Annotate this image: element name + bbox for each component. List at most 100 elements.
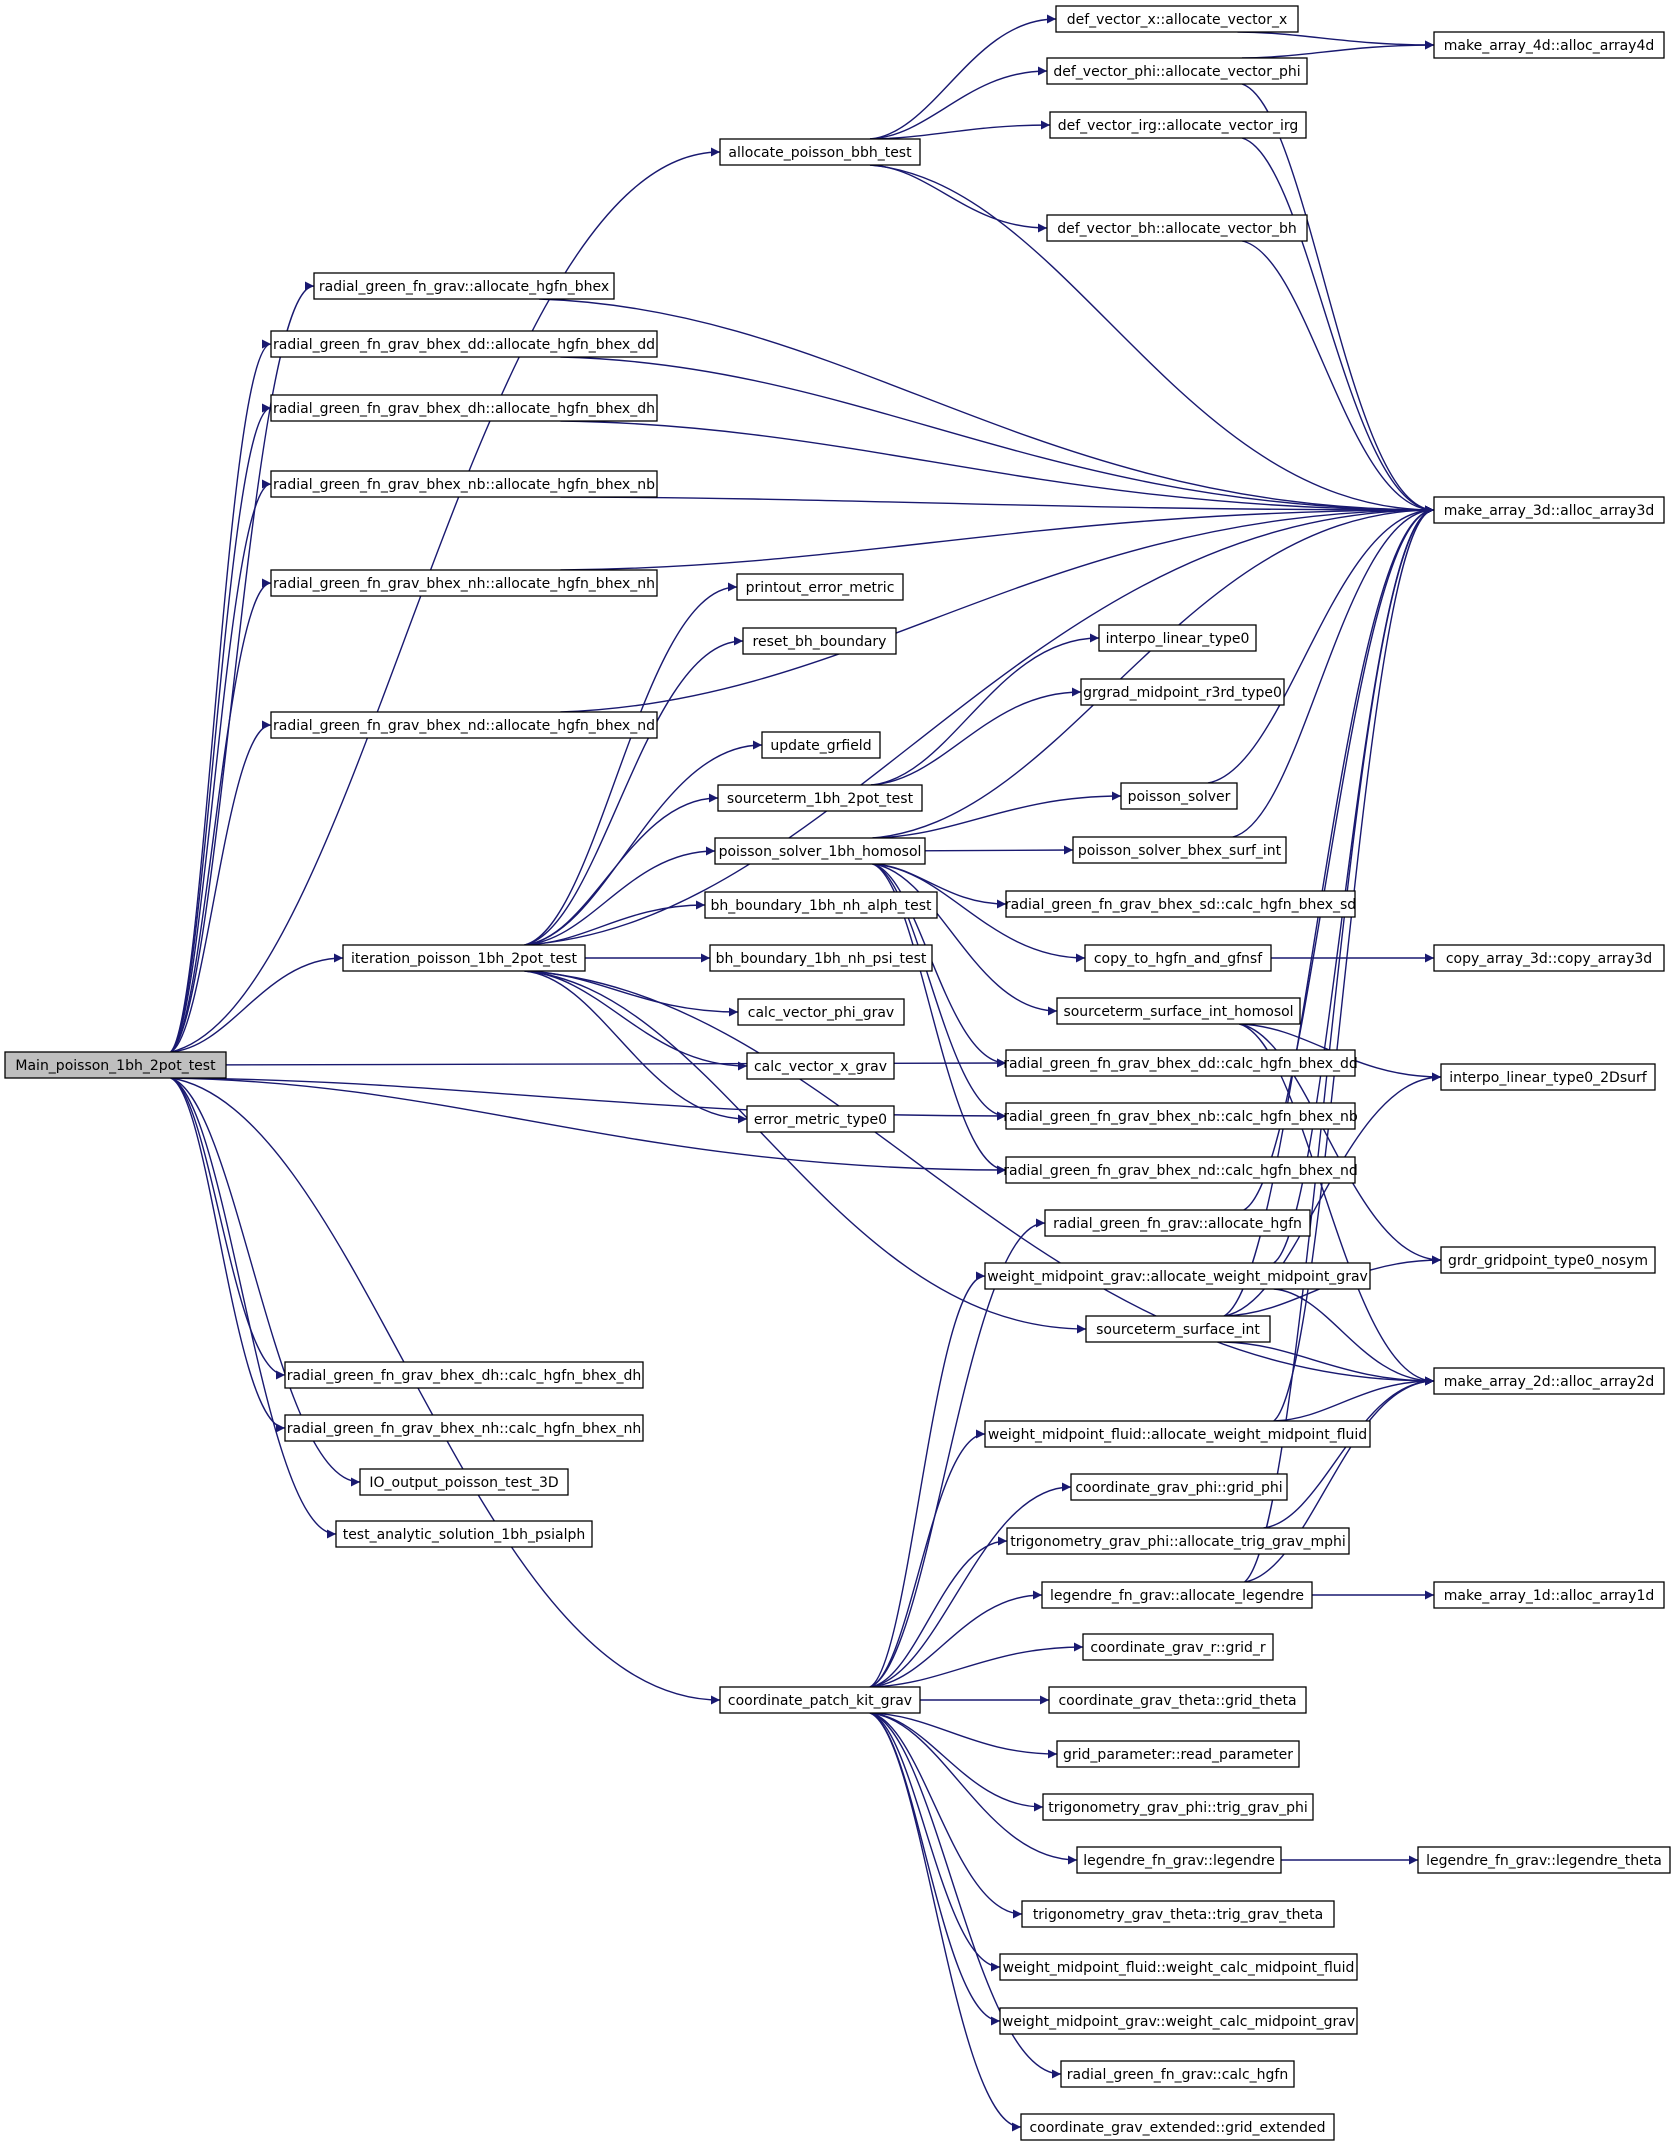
function-node-alloc-weight-fluid[interactable]: weight_midpoint_fluid::allocate_weight_m… (984, 1420, 1371, 1448)
function-node-alloc-trig-mphi[interactable]: trigonometry_grav_phi::allocate_trig_gra… (1006, 1527, 1350, 1555)
function-node-gridpoint-nosym[interactable]: grdr_gridpoint_type0_nosym (1440, 1246, 1656, 1274)
node-box (1055, 5, 1299, 33)
function-node-interpo-linear-type0[interactable]: interpo_linear_type0 (1098, 624, 1257, 652)
function-node-error-metric-type0[interactable]: error_metric_type0 (746, 1105, 895, 1133)
function-node-read-parameter[interactable]: grid_parameter::read_parameter (1056, 1740, 1300, 1768)
function-node-allocate-poisson-bbh-test[interactable]: allocate_poisson_bbh_test (719, 138, 921, 166)
function-node-coordinate-patch-kit-grav[interactable]: coordinate_patch_kit_grav (719, 1686, 921, 1714)
node-box (1060, 2060, 1295, 2088)
node-box (1433, 31, 1665, 59)
function-node-trig-grav-theta[interactable]: trigonometry_grav_theta::trig_grav_theta (1021, 1900, 1335, 1928)
function-node-calc-hgfn-bhex-nh[interactable]: radial_green_fn_grav_bhex_nh::calc_hgfn_… (284, 1414, 644, 1442)
function-node-alloc-array1d[interactable]: make_array_1d::alloc_array1d (1433, 1581, 1665, 1609)
node-box (1049, 111, 1307, 139)
call-edge-def_vector_phi-to-alloc_array4d (1241, 40, 1435, 59)
function-node-copy-array3d[interactable]: copy_array_3d::copy_array3d (1433, 944, 1665, 972)
function-node-alloc-array3d[interactable]: make_array_3d::alloc_array3d (1433, 496, 1665, 524)
function-node-sourceterm-surface-int-homosol[interactable]: sourceterm_surface_int_homosol (1056, 997, 1301, 1025)
function-node-interpo-2dsurf[interactable]: interpo_linear_type0_2Dsurf (1440, 1063, 1656, 1091)
function-node-grid-extended[interactable]: coordinate_grav_extended::grid_extended (1020, 2113, 1335, 2141)
function-node-trig-grav-phi[interactable]: trigonometry_grav_phi::trig_grav_phi (1042, 1793, 1314, 1821)
node-label: weight_midpoint_fluid::weight_calc_midpo… (1003, 1960, 1355, 1976)
function-node-grid-theta[interactable]: coordinate_grav_theta::grid_theta (1048, 1686, 1307, 1714)
node-label: radial_green_fn_grav::allocate_hgfn (1053, 1216, 1302, 1232)
call-edge-alloc_legendre-to-alloc_array2d (1244, 1376, 1435, 1583)
node-label: coordinate_grav_r::grid_r (1090, 1640, 1266, 1656)
function-node-poisson-solver-1bh-homosol[interactable]: poisson_solver_1bh_homosol (714, 837, 926, 865)
function-node-grid-phi[interactable]: coordinate_grav_phi::grid_phi (1070, 1473, 1288, 1501)
node-box (284, 1414, 644, 1442)
node-label: def_vector_bh::allocate_vector_bh (1057, 221, 1297, 237)
function-node-copy-to-hgfn[interactable]: copy_to_hgfn_and_gfnsf (1084, 944, 1272, 972)
function-node-test-analytic[interactable]: test_analytic_solution_1bh_psialph (335, 1520, 593, 1548)
node-box (719, 138, 921, 166)
function-node-iteration-poisson[interactable]: iteration_poisson_1bh_2pot_test (342, 944, 586, 972)
call-edge-coordinate_patch_kit_grav-to-grid_phi (869, 1482, 1072, 1688)
function-node-poisson-solver-bhex-surf-int[interactable]: poisson_solver_bhex_surf_int (1072, 836, 1287, 864)
function-node-alloc-array4d[interactable]: make_array_4d::alloc_array4d (1433, 31, 1665, 59)
node-label: radial_green_fn_grav_bhex_nh::calc_hgfn_… (287, 1421, 642, 1437)
function-node-reset-bh-boundary[interactable]: reset_bh_boundary (742, 627, 897, 655)
function-node-alloc-hgfn-bhex-dd[interactable]: radial_green_fn_grav_bhex_dd::allocate_h… (270, 330, 658, 358)
function-node-calc-hgfn-bhex-dd[interactable]: radial_green_fn_grav_bhex_dd::calc_hgfn_… (1003, 1049, 1358, 1077)
node-label: legendre_fn_grav::legendre (1083, 1853, 1275, 1869)
function-node-alloc-array2d[interactable]: make_array_2d::alloc_array2d (1433, 1367, 1665, 1395)
node-label: coordinate_patch_kit_grav (728, 1693, 912, 1709)
function-node-update-grfield[interactable]: update_grfield (761, 731, 881, 759)
function-node-calc-hgfn-bhex-nb[interactable]: radial_green_fn_grav_bhex_nb::calc_hgfn_… (1003, 1102, 1358, 1130)
function-node-def-vector-bh[interactable]: def_vector_bh::allocate_vector_bh (1046, 214, 1308, 242)
function-node-legendre[interactable]: legendre_fn_grav::legendre (1076, 1846, 1282, 1874)
node-box (1440, 1246, 1656, 1274)
function-node-def-vector-x[interactable]: def_vector_x::allocate_vector_x (1055, 5, 1299, 33)
function-node-sourceterm-surface-int[interactable]: sourceterm_surface_int (1085, 1315, 1271, 1343)
function-node-alloc-hgfn-bhex-nh[interactable]: radial_green_fn_grav_bhex_nh::allocate_h… (270, 569, 658, 597)
function-node-grid-r[interactable]: coordinate_grav_r::grid_r (1082, 1633, 1274, 1661)
node-box (1433, 1581, 1665, 1609)
function-node-alloc-legendre[interactable]: legendre_fn_grav::allocate_legendre (1041, 1581, 1313, 1609)
function-node-def-vector-phi[interactable]: def_vector_phi::allocate_vector_phi (1046, 57, 1308, 85)
call-edge-def_vector_x-to-alloc_array4d (1237, 31, 1435, 50)
function-node-calc-hgfn-bhex-nd[interactable]: radial_green_fn_grav_bhex_nd::calc_hgfn_… (1003, 1156, 1358, 1184)
function-node-main[interactable]: Main_poisson_1bh_2pot_test (4, 1051, 227, 1079)
function-node-alloc-hgfn-bhex[interactable]: radial_green_fn_grav::allocate_hgfn_bhex (313, 272, 615, 300)
function-node-calc-vector-x-grav[interactable]: calc_vector_x_grav (746, 1052, 895, 1080)
function-node-allocate-hgfn[interactable]: radial_green_fn_grav::allocate_hgfn (1044, 1209, 1311, 1237)
call-edge-iteration_poisson-to-sourceterm_surface_int (524, 970, 1087, 1334)
node-label: allocate_poisson_bbh_test (728, 145, 912, 161)
call-edge-iteration_poisson-to-reset_bh_boundary (524, 636, 744, 946)
call-edge-main-to-io_output (170, 1077, 361, 1487)
function-node-grgrad-midpoint[interactable]: grgrad_midpoint_r3rd_type0 (1080, 678, 1285, 706)
function-node-bh-boundary-alph[interactable]: bh_boundary_1bh_nh_alph_test (704, 891, 938, 919)
node-box (1080, 678, 1285, 706)
function-node-calc-vector-phi-grav[interactable]: calc_vector_phi_grav (737, 998, 905, 1026)
call-edge-coordinate_patch_kit_grav-to-alloc_legendre (869, 1590, 1043, 1688)
function-node-calc-hgfn-bhex-sd[interactable]: radial_green_fn_grav_bhex_sd::calc_hgfn_… (1005, 890, 1356, 918)
node-label: iteration_poisson_1bh_2pot_test (351, 951, 577, 967)
node-box (335, 1520, 593, 1548)
function-node-io-output[interactable]: IO_output_poisson_test_3D (359, 1468, 569, 1496)
call-edge-iteration_poisson-to-printout_error_metric (524, 582, 738, 946)
function-node-poisson-solver[interactable]: poisson_solver (1120, 782, 1238, 810)
function-node-weight-calc-grav[interactable]: weight_midpoint_grav::weight_calc_midpoi… (999, 2007, 1358, 2035)
function-node-bh-boundary-psi[interactable]: bh_boundary_1bh_nh_psi_test (709, 944, 933, 972)
node-box (342, 944, 586, 972)
call-edge-main-to-calc_hgfn_bhex_nh (170, 1077, 286, 1433)
function-node-calc-hgfn-bhex-dh[interactable]: radial_green_fn_grav_bhex_dh::calc_hgfn_… (284, 1361, 644, 1389)
function-node-alloc-hgfn-bhex-nd[interactable]: radial_green_fn_grav_bhex_nd::allocate_h… (270, 711, 658, 739)
node-label: interpo_linear_type0 (1106, 631, 1250, 647)
node-label: calc_vector_x_grav (754, 1059, 887, 1075)
node-label: radial_green_fn_grav_bhex_dd::allocate_h… (273, 337, 655, 353)
function-node-alloc-weight-grav[interactable]: weight_midpoint_grav::allocate_weight_mi… (984, 1262, 1371, 1290)
function-node-calc-hgfn[interactable]: radial_green_fn_grav::calc_hgfn (1060, 2060, 1295, 2088)
function-node-weight-calc-fluid[interactable]: weight_midpoint_fluid::weight_calc_midpo… (999, 1953, 1358, 1981)
node-label: sourceterm_1bh_2pot_test (727, 791, 914, 807)
function-node-sourceterm-1bh-2pot-test[interactable]: sourceterm_1bh_2pot_test (717, 784, 923, 812)
node-box (270, 330, 658, 358)
function-node-printout-error-metric[interactable]: printout_error_metric (736, 573, 904, 601)
function-node-alloc-hgfn-bhex-nb[interactable]: radial_green_fn_grav_bhex_nb::allocate_h… (270, 470, 658, 498)
function-node-alloc-hgfn-bhex-dh[interactable]: radial_green_fn_grav_bhex_dh::allocate_h… (270, 394, 658, 422)
function-node-def-vector-irg[interactable]: def_vector_irg::allocate_vector_irg (1049, 111, 1307, 139)
function-node-legendre-theta[interactable]: legendre_fn_grav::legendre_theta (1417, 1846, 1671, 1874)
call-edge-alloc_hgfn_bhex-to-alloc_array3d (538, 298, 1435, 515)
